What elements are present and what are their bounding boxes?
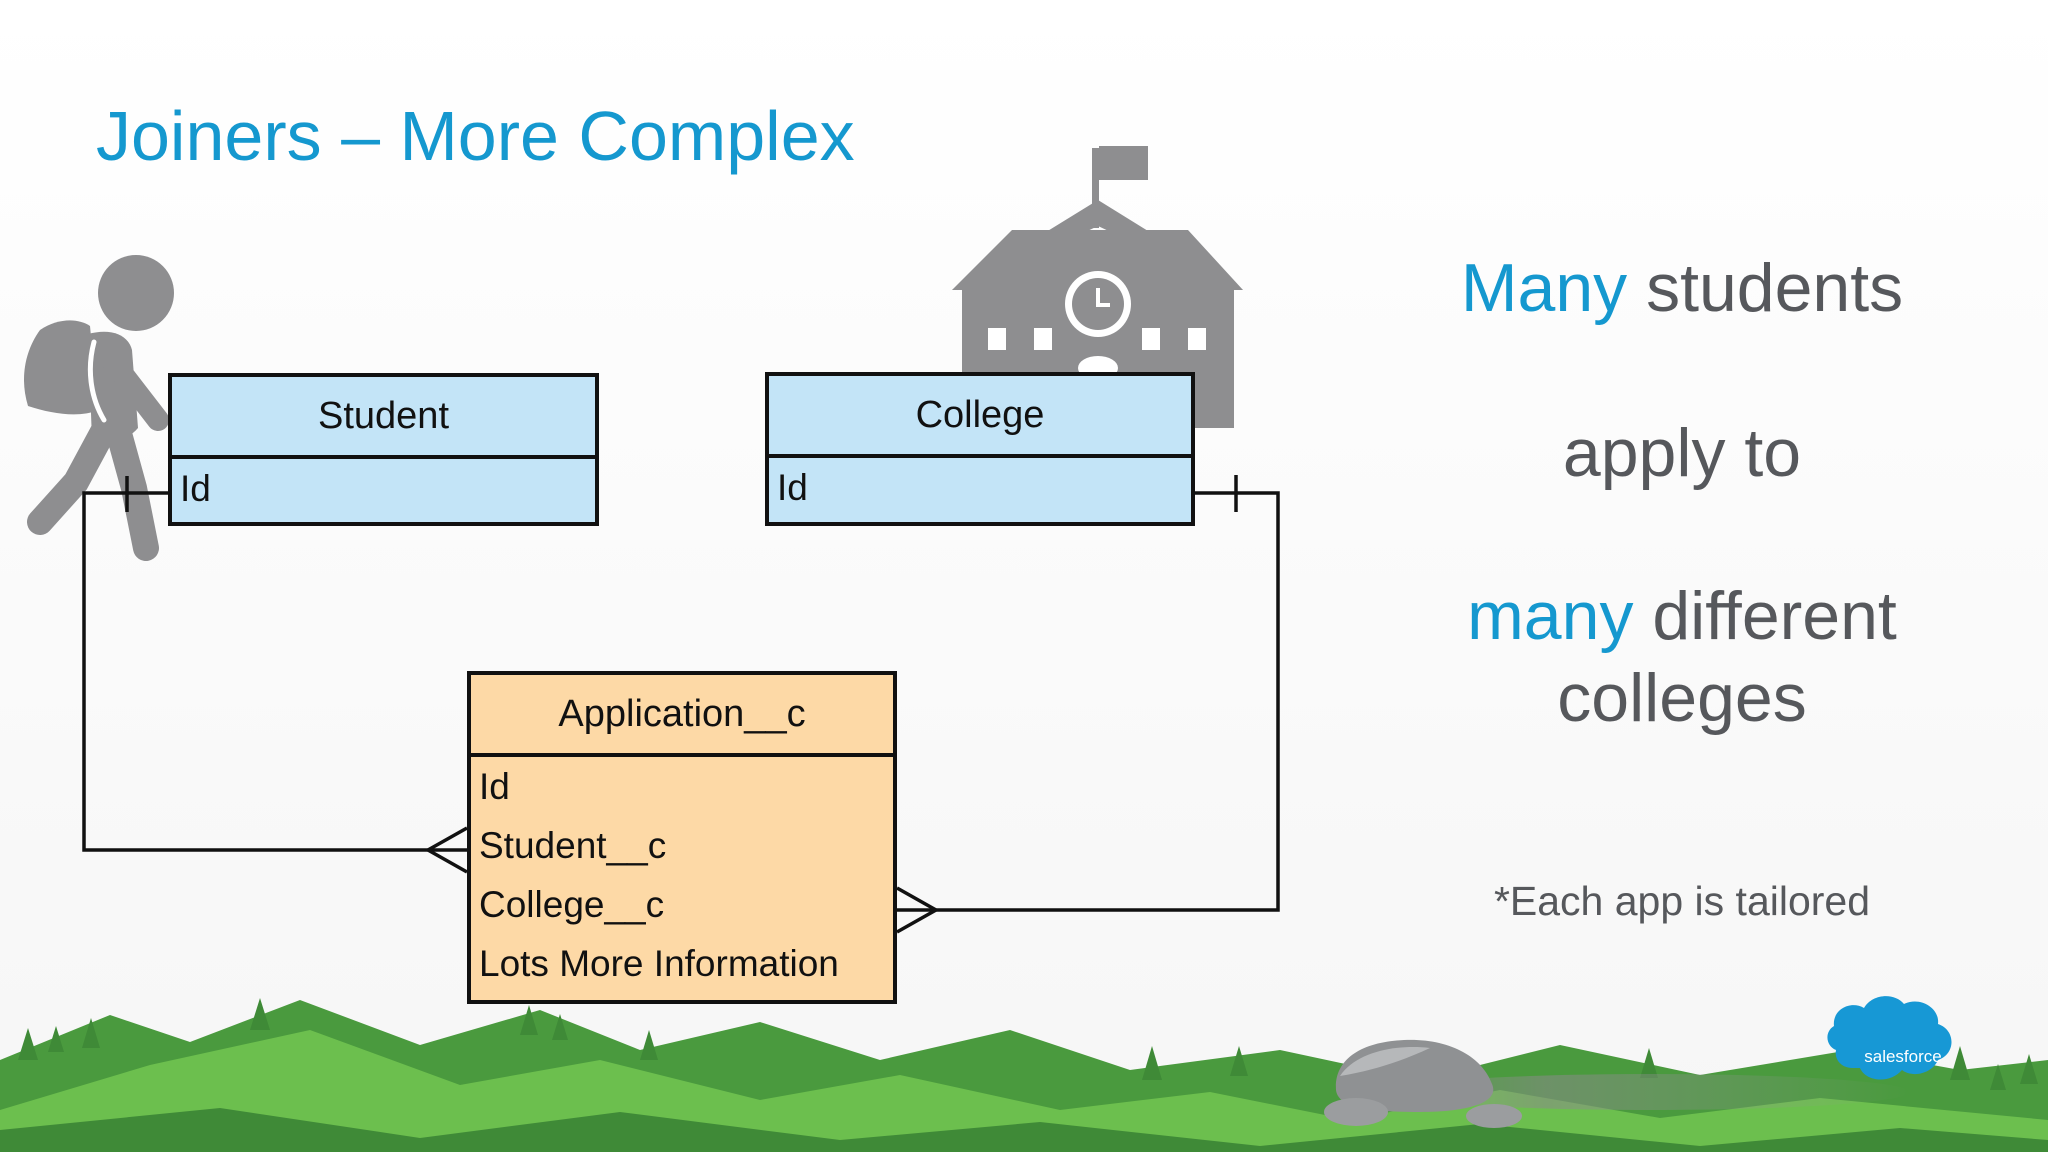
side-line-3-rest: different bbox=[1652, 578, 1897, 654]
side-line-1: Many students bbox=[1392, 247, 1972, 329]
salesforce-logo: salesforce bbox=[1827, 996, 1952, 1080]
side-note: *Each app is tailored bbox=[1493, 878, 1871, 924]
connectors bbox=[82, 475, 1280, 934]
salesforce-logo-text: salesforce bbox=[1864, 1047, 1941, 1066]
entity-field-id: Id bbox=[777, 467, 808, 508]
entity-field-student: Student__c bbox=[479, 825, 667, 866]
entity-field-id: Id bbox=[180, 468, 211, 509]
side-line-4: colleges bbox=[1557, 660, 1807, 736]
entity-title: College bbox=[769, 376, 1191, 458]
entity-field-college: College__c bbox=[479, 884, 665, 925]
college-entity: College Id bbox=[765, 372, 1195, 526]
side-line-1-rest: students bbox=[1646, 250, 1904, 326]
side-line-2: apply to bbox=[1562, 415, 1802, 491]
entity-field-id: Id bbox=[479, 766, 510, 807]
side-line-3-accent: many bbox=[1467, 578, 1634, 654]
entity-field-info: Lots More Information bbox=[479, 943, 839, 984]
application-entity: Application__c Id Student__c College__c … bbox=[467, 671, 897, 1004]
student-walking-icon bbox=[24, 255, 174, 561]
side-line-3: many different bbox=[1392, 575, 1972, 657]
landscape-decoration bbox=[0, 998, 2048, 1152]
side-line-1-accent: Many bbox=[1460, 250, 1628, 326]
application-student-crowfoot bbox=[424, 826, 468, 874]
entity-title: Application__c bbox=[471, 675, 893, 757]
entity-title: Student bbox=[172, 377, 595, 459]
application-college-crowfoot bbox=[896, 886, 940, 934]
page-title: Joiners – More Complex bbox=[96, 97, 855, 175]
college-application-connector bbox=[897, 491, 1280, 912]
student-entity: Student Id bbox=[168, 373, 599, 526]
